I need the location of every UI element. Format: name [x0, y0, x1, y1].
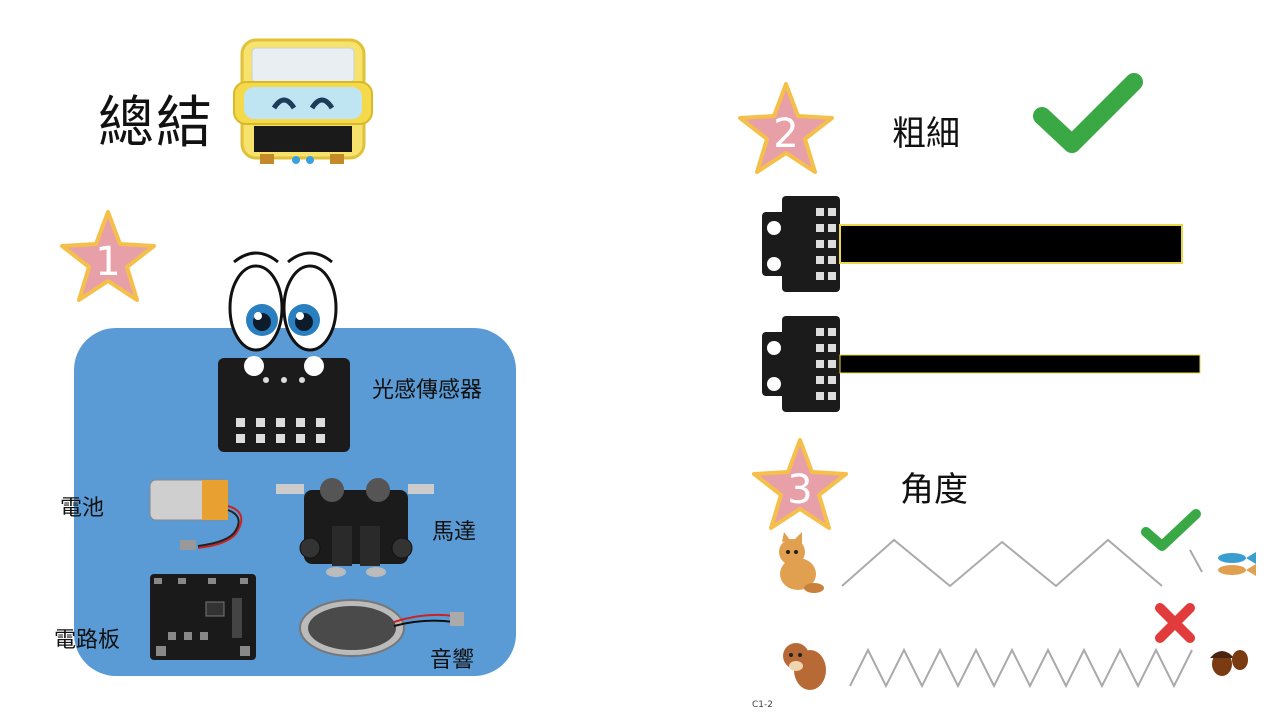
fish-icon	[1218, 552, 1256, 576]
speaker-image	[299, 599, 464, 657]
step-1-star-badge: 1	[58, 208, 158, 308]
star-icon	[752, 438, 848, 530]
motor-image	[276, 478, 434, 577]
robot-mascot-image	[233, 38, 373, 164]
angle-heading: 角度	[900, 470, 968, 510]
check-icon	[1033, 73, 1143, 153]
light-sensor-image	[218, 251, 350, 452]
battery-image	[149, 479, 243, 550]
step-2-star-badge: 2	[736, 80, 836, 180]
step-3-number: 3	[787, 467, 813, 513]
cat-icon	[779, 532, 824, 593]
page-title: 總結	[98, 91, 214, 156]
wide-angle-path-example	[779, 532, 1256, 593]
footer-code: C1-2	[752, 700, 773, 710]
acorn-icon	[1210, 650, 1248, 676]
sharp-angle-path-example	[783, 643, 1248, 690]
check-icon	[1141, 509, 1201, 551]
speaker-label: 音響	[430, 648, 475, 673]
circuit-board-label: 電路板	[54, 628, 121, 653]
battery-label: 電池	[60, 496, 105, 521]
step-3-star-badge: 3	[750, 436, 850, 536]
thick-line-example	[762, 196, 1183, 292]
circuit-board-image	[150, 574, 256, 660]
star-icon	[738, 82, 834, 174]
thin-line-example	[762, 316, 1201, 412]
squirrel-icon	[783, 643, 826, 690]
cross-icon	[1155, 603, 1195, 643]
motor-label: 馬達	[432, 520, 477, 545]
thickness-heading: 粗細	[892, 114, 960, 154]
star-icon	[60, 210, 156, 302]
step-2-number: 2	[773, 111, 799, 157]
step-1-number: 1	[95, 239, 121, 285]
light-sensor-label: 光感傳感器	[372, 378, 483, 403]
